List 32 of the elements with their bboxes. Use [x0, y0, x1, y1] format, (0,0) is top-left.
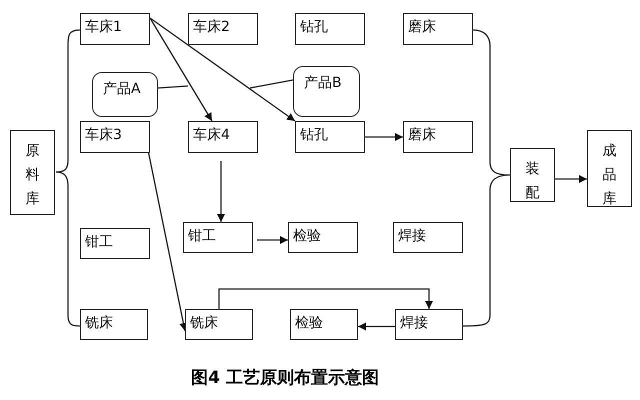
- station-box: 钳工: [183, 222, 253, 253]
- arrow: [149, 18, 213, 122]
- station-box: 钻孔: [295, 13, 365, 45]
- station-box: 车床1: [80, 13, 150, 45]
- callout-bubble: 产品B: [293, 66, 360, 117]
- arrow: [150, 17, 296, 122]
- storage-box: 成品库: [587, 130, 632, 207]
- station-box: 车床4: [188, 121, 258, 153]
- station-box: 车床2: [188, 13, 258, 45]
- storage-box: 装配: [510, 148, 555, 202]
- arrow: [358, 322, 395, 330]
- arrow: [217, 161, 225, 222]
- arrow: [257, 236, 288, 244]
- leader-line: [158, 85, 188, 89]
- station-box: 铣床: [185, 309, 253, 340]
- arrow: [365, 133, 403, 141]
- leader-line: [250, 79, 294, 89]
- station-box: 检验: [290, 309, 358, 340]
- station-box: 检验: [288, 222, 358, 253]
- station-box: 钻孔: [295, 121, 365, 153]
- arrow: [555, 175, 587, 183]
- station-box: 铣床: [80, 309, 148, 340]
- station-box: 焊接: [393, 222, 463, 253]
- station-box: 钳工: [80, 228, 150, 259]
- figure-caption: 图4 工艺原则布置示意图: [190, 367, 380, 389]
- station-box: 磨床: [403, 121, 473, 153]
- callout-bubble: 产品A: [92, 72, 158, 117]
- station-box: 车床3: [80, 121, 150, 153]
- storage-box: 原料库: [10, 130, 55, 215]
- station-box: 焊接: [395, 309, 463, 340]
- station-box: 磨床: [403, 13, 473, 45]
- arrow: [218, 288, 433, 309]
